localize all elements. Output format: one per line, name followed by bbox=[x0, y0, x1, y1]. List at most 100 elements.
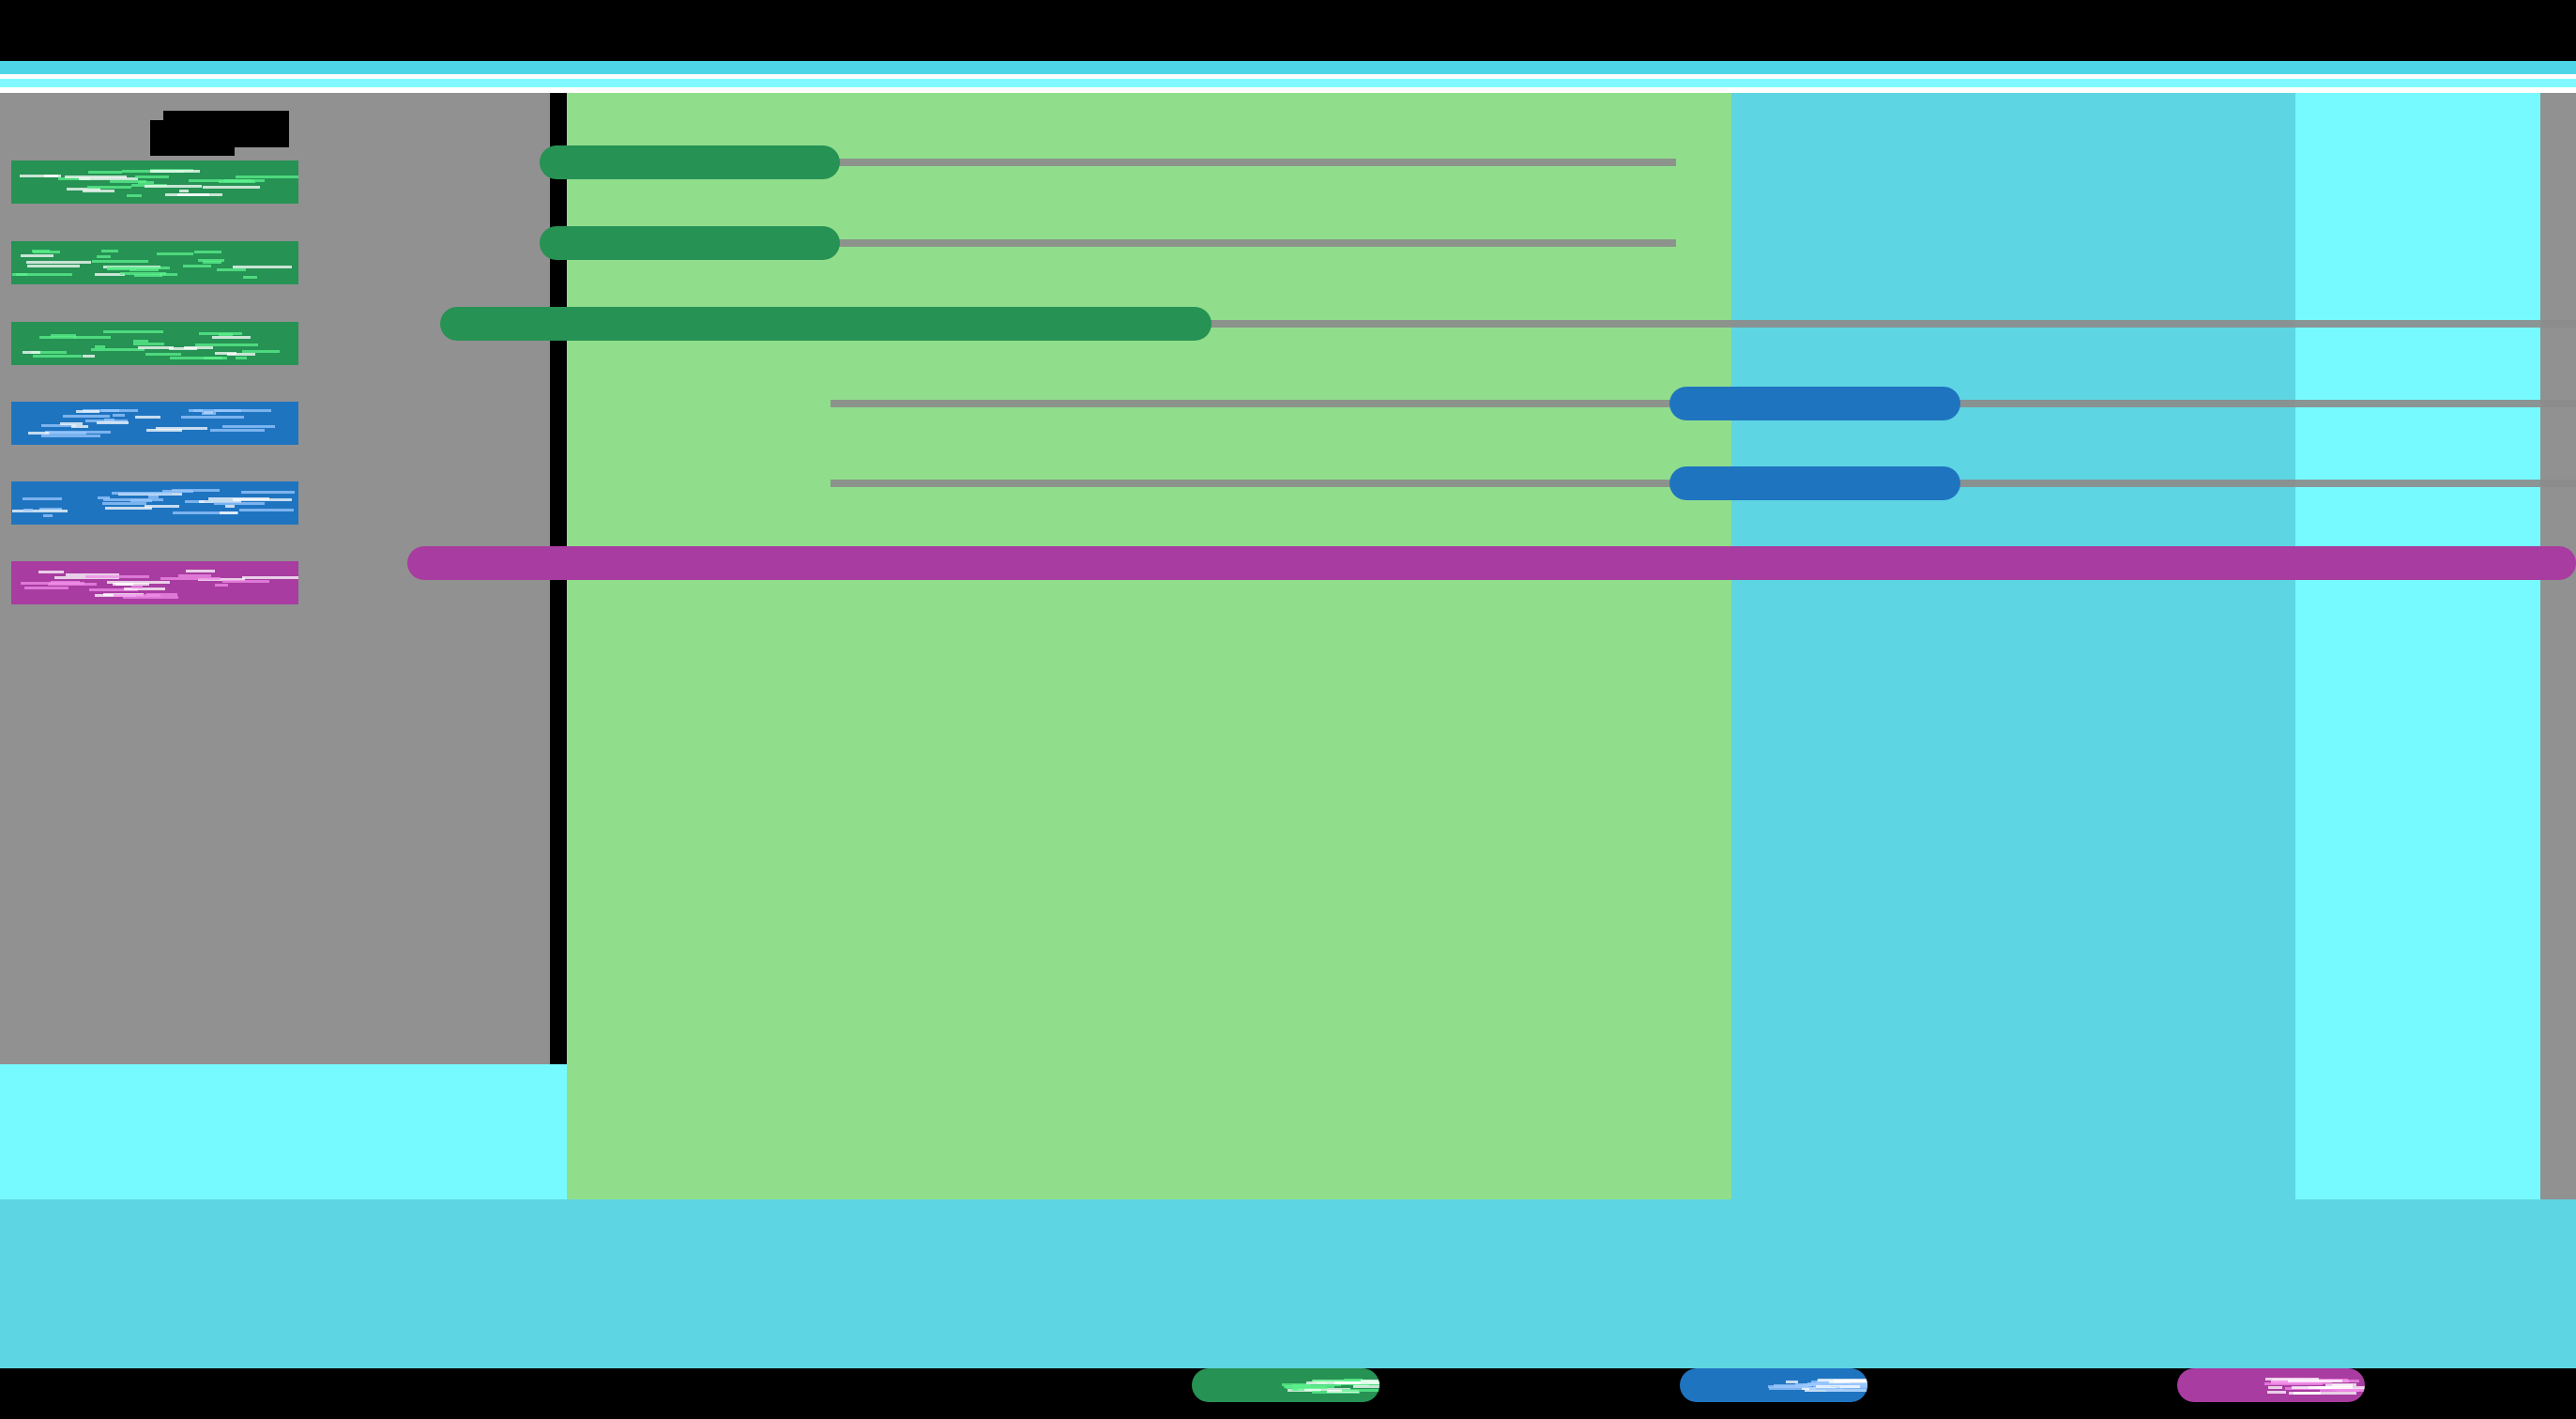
redaction-noise bbox=[2320, 1389, 2359, 1392]
gantt-bar[interactable] bbox=[440, 307, 1212, 341]
redaction-noise bbox=[184, 346, 213, 349]
redaction-noise bbox=[214, 502, 265, 505]
redaction-noise bbox=[243, 276, 257, 279]
redaction-noise bbox=[2288, 1380, 2342, 1382]
redaction-noise bbox=[1774, 1384, 1808, 1387]
legend-swatch-series-a: Series A bbox=[1192, 1368, 1379, 1402]
row-label: DataSet B2 bbox=[11, 481, 298, 525]
redaction-noise bbox=[236, 175, 298, 178]
legend-item-series-a[interactable]: Series A bbox=[1192, 1368, 1379, 1419]
redaction-noise bbox=[203, 186, 260, 189]
redaction-noise bbox=[1292, 1388, 1304, 1391]
redaction-noise bbox=[33, 355, 82, 358]
redaction-noise bbox=[2267, 1391, 2286, 1394]
redaction-noise bbox=[1816, 1385, 1860, 1388]
redaction-noise bbox=[225, 505, 235, 508]
redaction-noise bbox=[242, 576, 298, 579]
redaction-noise bbox=[60, 422, 83, 425]
redaction-noise bbox=[1826, 1389, 1867, 1392]
redaction-noise bbox=[110, 180, 146, 183]
redaction-noise bbox=[124, 587, 165, 590]
redaction-noise bbox=[189, 409, 203, 412]
row-guide-line bbox=[1202, 320, 2576, 328]
gantt-bar[interactable] bbox=[1669, 387, 1960, 420]
legend-swatch-series-c: Series C bbox=[2177, 1368, 2365, 1402]
redaction-noise bbox=[241, 491, 295, 494]
redaction-noise bbox=[103, 498, 163, 501]
redaction-noise bbox=[215, 584, 228, 587]
legend-item-series-b[interactable]: Series B bbox=[1680, 1368, 1867, 1419]
redaction-noise bbox=[23, 497, 62, 500]
gantt-bar[interactable] bbox=[1669, 466, 1960, 500]
redaction-noise bbox=[23, 509, 33, 511]
redaction-noise bbox=[92, 260, 148, 263]
redaction-noise bbox=[239, 509, 294, 511]
redaction-noise bbox=[12, 510, 68, 512]
redaction-noise bbox=[145, 353, 181, 356]
redaction-noise bbox=[236, 357, 247, 359]
redaction-noise bbox=[23, 351, 40, 354]
redaction-noise bbox=[165, 193, 222, 196]
legend-item-series-c[interactable]: Series C bbox=[2177, 1368, 2365, 1419]
redaction-noise bbox=[131, 586, 143, 588]
redaction-noise bbox=[219, 333, 233, 336]
redaction-noise bbox=[242, 350, 280, 353]
gantt-bar[interactable] bbox=[407, 546, 2576, 580]
redaction-noise bbox=[24, 587, 69, 589]
redaction-noise bbox=[91, 348, 145, 351]
redaction-noise bbox=[87, 186, 131, 189]
right-gutter bbox=[2540, 93, 2576, 1243]
redaction-noise bbox=[83, 355, 95, 358]
redaction-noise bbox=[214, 409, 271, 412]
session-band-2 bbox=[1731, 93, 2295, 1199]
gantt-bar[interactable] bbox=[540, 145, 840, 179]
redaction-noise bbox=[170, 357, 227, 359]
redaction-noise bbox=[97, 421, 129, 424]
redaction-noise bbox=[127, 194, 142, 197]
row-label: DataSet A1 bbox=[11, 160, 298, 204]
redaction-noise bbox=[186, 570, 215, 572]
redaction-noise bbox=[198, 259, 224, 262]
redaction-noise bbox=[113, 414, 125, 417]
redaction-noise bbox=[150, 170, 200, 173]
redaction-noise bbox=[107, 267, 136, 270]
redaction-noise bbox=[210, 429, 265, 432]
redaction-noise bbox=[138, 346, 174, 349]
redaction-noise bbox=[145, 505, 179, 508]
redaction-noise bbox=[51, 581, 80, 584]
redaction-noise bbox=[65, 175, 127, 178]
redaction-noise bbox=[12, 273, 72, 276]
redaction-noise bbox=[103, 330, 163, 333]
legend-swatch-series-b: Series B bbox=[1680, 1368, 1867, 1402]
redaction-noise bbox=[112, 492, 172, 495]
page-title: [redacted] bbox=[150, 111, 289, 156]
legend-label: Series C bbox=[2264, 1370, 2365, 1400]
redaction-noise bbox=[2289, 1392, 2321, 1395]
redaction-noise bbox=[145, 185, 202, 188]
redaction-noise bbox=[115, 583, 133, 586]
redaction-noise bbox=[27, 265, 80, 267]
redaction-noise bbox=[220, 511, 237, 514]
redaction-noise bbox=[133, 343, 164, 345]
row-label: DataSet A2 bbox=[11, 241, 298, 284]
redaction-noise bbox=[146, 429, 182, 432]
redaction-noise bbox=[88, 171, 122, 174]
row-guide-line bbox=[831, 159, 1677, 166]
redaction-noise bbox=[32, 250, 50, 252]
redaction-noise bbox=[202, 412, 216, 415]
redaction-noise bbox=[212, 336, 251, 339]
redaction-noise bbox=[74, 336, 111, 339]
gantt-bar[interactable] bbox=[540, 226, 840, 260]
redaction-noise bbox=[179, 190, 189, 192]
plot-area: [redacted] DataSet A1DataSet A2DataSet A… bbox=[0, 93, 2576, 1199]
redaction-noise bbox=[160, 577, 221, 580]
top-rail-cyan bbox=[0, 61, 2576, 74]
redaction-noise bbox=[2332, 1384, 2353, 1387]
redaction-noise bbox=[20, 175, 58, 177]
footer-plate bbox=[0, 1199, 2576, 1368]
session-band-3 bbox=[2295, 93, 2540, 1199]
redaction-noise bbox=[178, 574, 211, 577]
redaction-noise bbox=[76, 410, 99, 413]
redaction-noise bbox=[1292, 1384, 1311, 1387]
redaction-noise bbox=[215, 352, 236, 355]
